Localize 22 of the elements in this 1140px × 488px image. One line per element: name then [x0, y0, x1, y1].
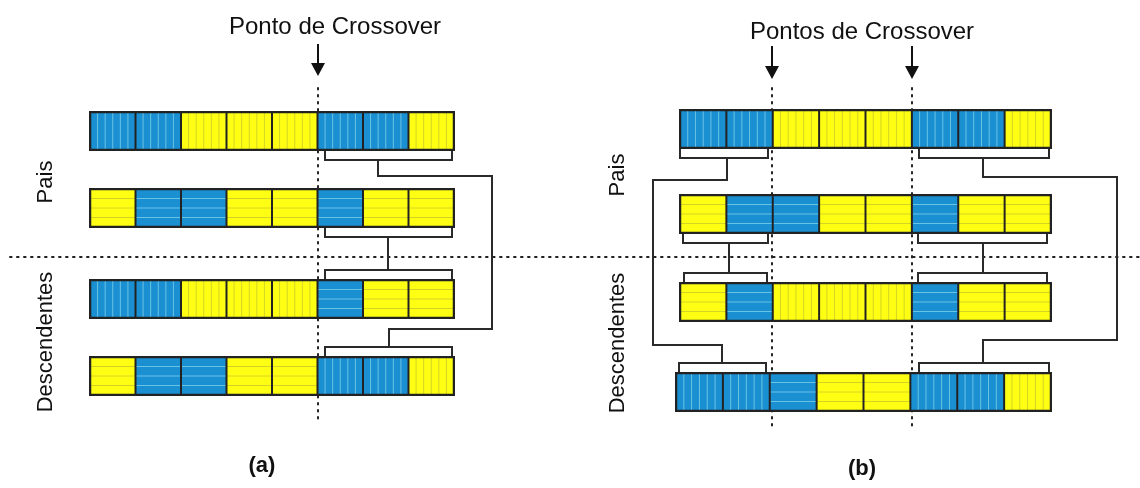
- heading: Pontos de Crossover: [750, 19, 975, 43]
- connector-line: [652, 148, 769, 373]
- chromosome-bar: [89, 188, 455, 228]
- panel-label: (b): [848, 457, 877, 479]
- chromosome-bar: [679, 109, 1052, 149]
- connector-line: [917, 233, 1048, 283]
- connector-line: [918, 148, 1118, 373]
- connector-line: [324, 150, 493, 357]
- chromosome-bar: [675, 372, 1052, 412]
- panel-label: (a): [248, 454, 276, 476]
- connector-line: [682, 233, 769, 283]
- group-label: Descendentes: [605, 272, 628, 414]
- chromosome-bar: [679, 282, 1052, 322]
- group-label: Pais: [605, 153, 628, 197]
- group-label: Pais: [33, 160, 56, 204]
- connector-line: [324, 227, 453, 280]
- chromosome-bar: [679, 194, 1052, 234]
- heading: Ponto de Crossover: [229, 14, 442, 38]
- chromosome-bar: [89, 279, 455, 319]
- group-label: Descendentes: [33, 271, 56, 413]
- chromosome-bar: [89, 111, 455, 151]
- chromosome-bar: [89, 356, 455, 396]
